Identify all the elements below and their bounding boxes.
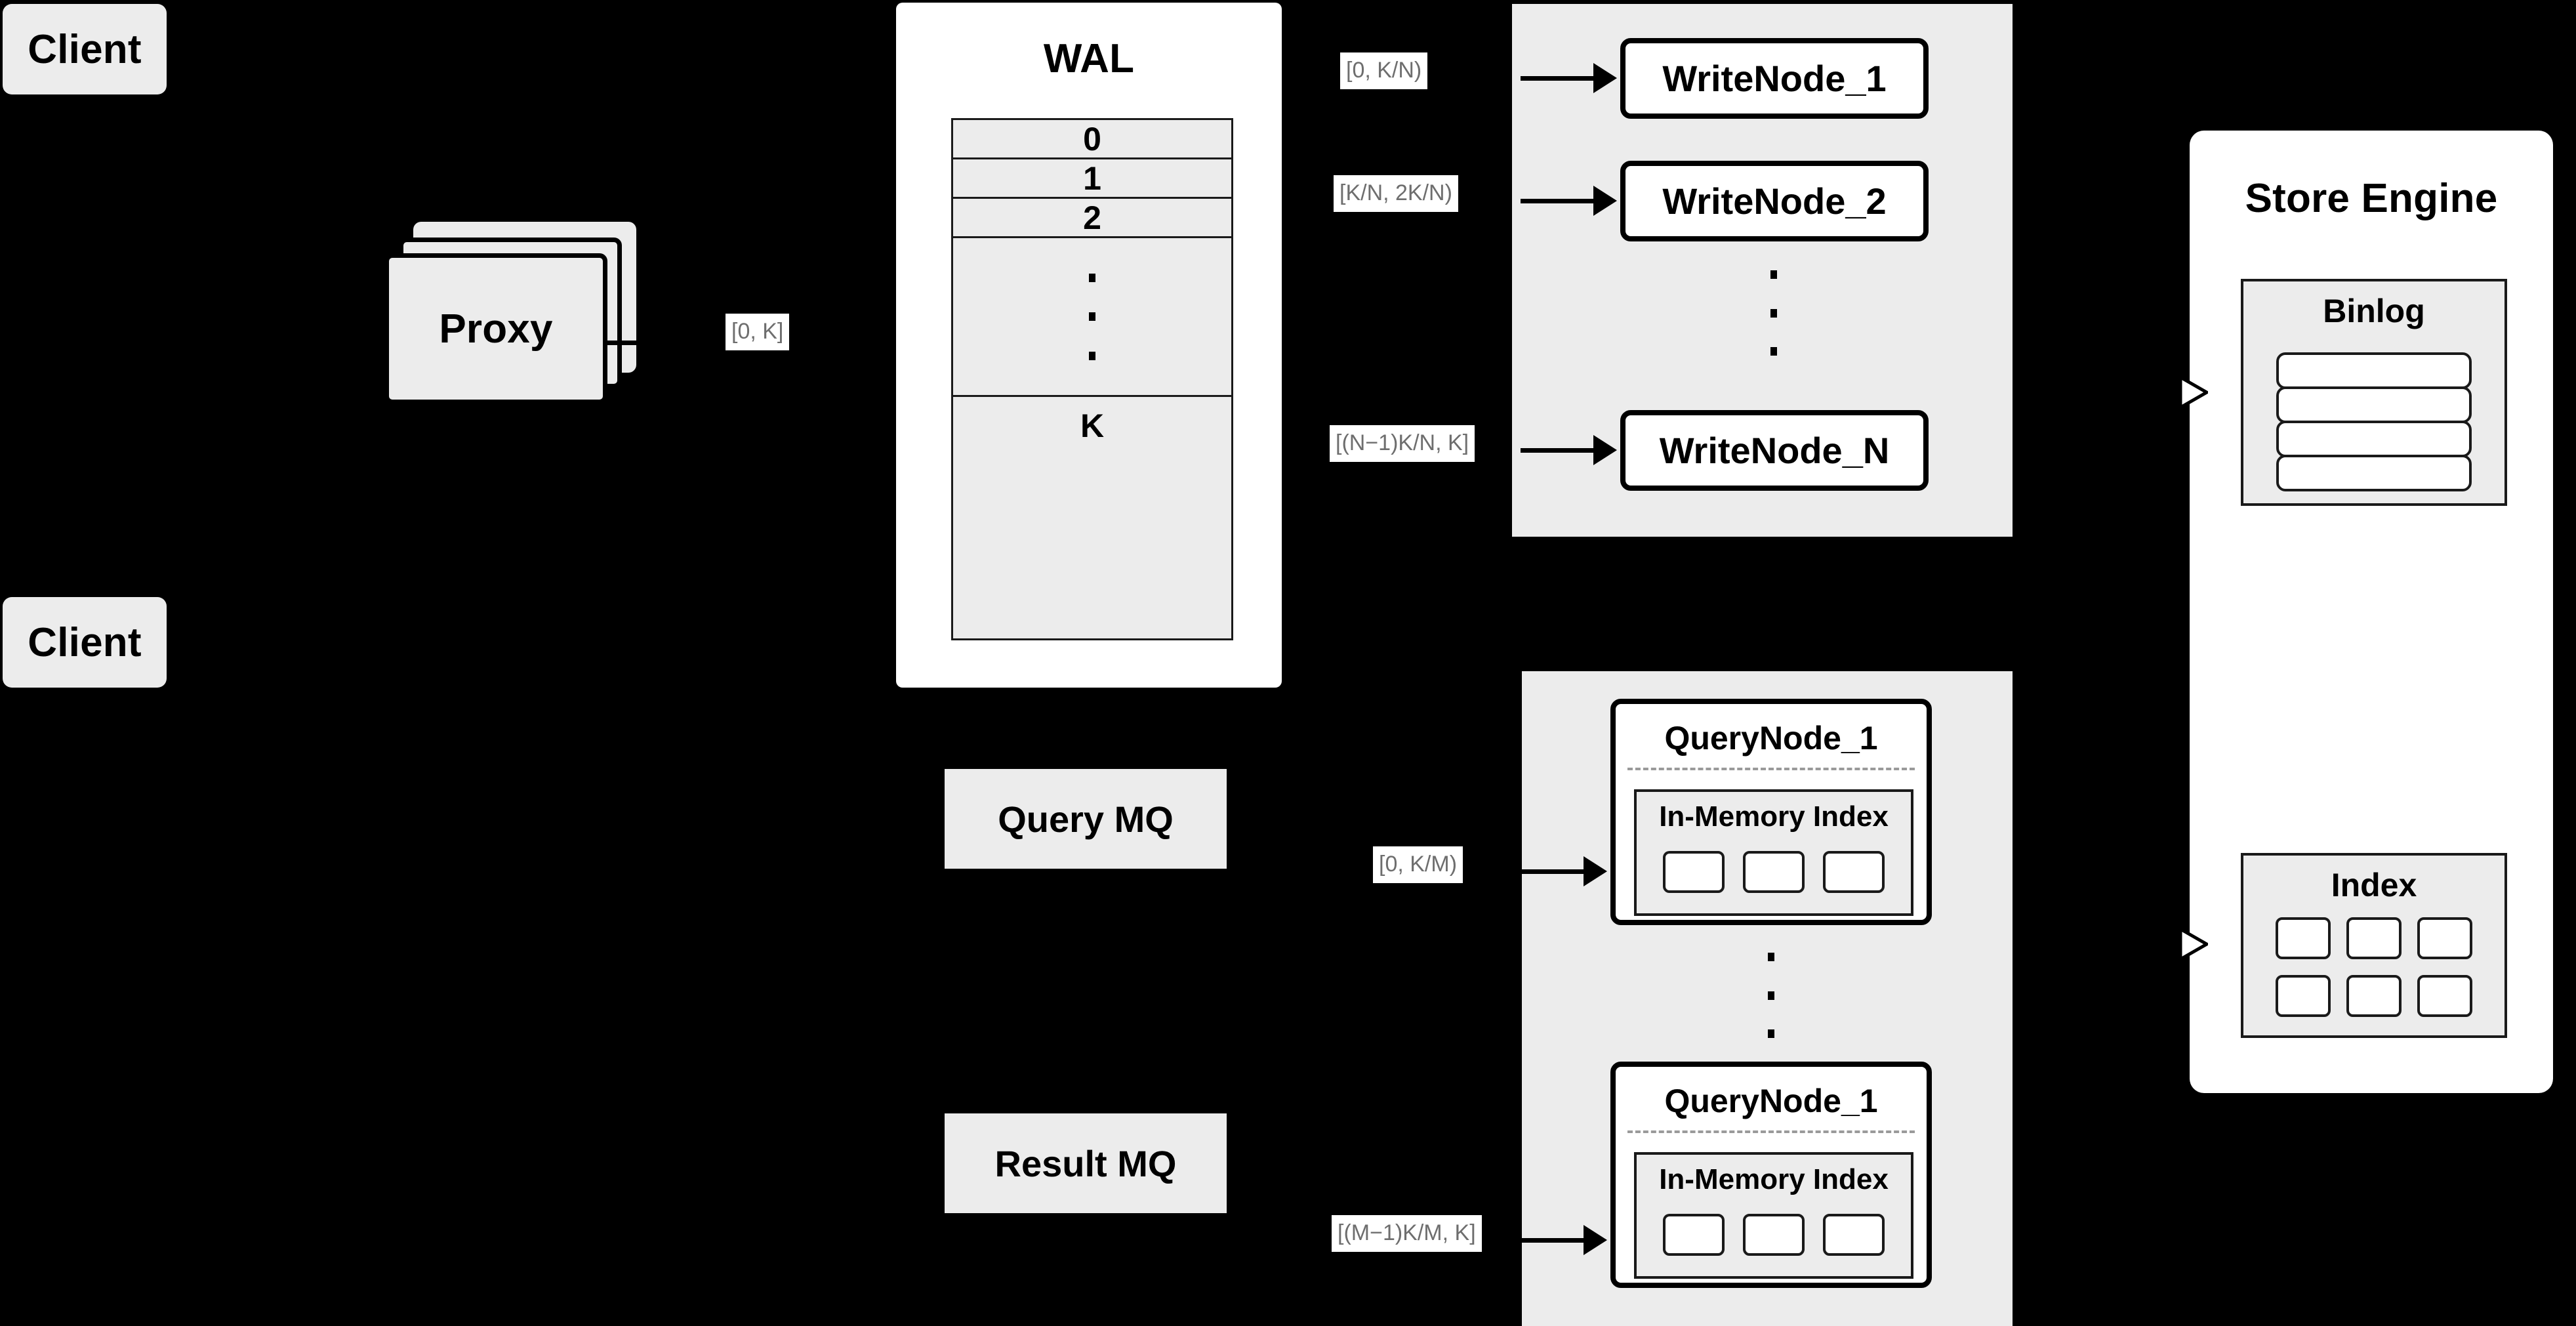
in-memory-index-title-wrap: In-Memory Index [1637, 800, 1911, 834]
binlog-title: Binlog [2323, 293, 2425, 329]
binlog-bar[interactable] [2276, 386, 2472, 423]
wal-to-write-node-1-line [1521, 76, 1598, 81]
index-cell[interactable] [2276, 917, 2331, 959]
binlog-bar[interactable] [2276, 421, 2472, 457]
index-cell[interactable] [2276, 975, 2331, 1017]
query-node-title-wrap: QueryNode_1 [1616, 718, 1927, 758]
index-cell[interactable] [1823, 1214, 1885, 1256]
index-cell[interactable] [1823, 851, 1885, 893]
write-cluster-ellipsis-icon [1766, 270, 1782, 356]
in-memory-index-panel: In-Memory Index [1634, 1152, 1913, 1279]
wal-row-label: 1 [1083, 159, 1101, 197]
in-memory-index-label: In-Memory Index [1659, 800, 1889, 833]
wal-to-write-node-2-line [1521, 199, 1598, 203]
wal-row[interactable]: 0 [953, 120, 1231, 159]
binlog-bar[interactable] [2276, 455, 2472, 491]
index-cell[interactable] [1743, 1214, 1805, 1256]
index-grid [2243, 917, 2504, 1017]
query-cluster-ellipsis-icon [1763, 953, 1779, 1038]
in-memory-index-cells [1637, 851, 1911, 893]
wal-row-label: K [1080, 407, 1105, 444]
edge-label-wal-to-write-node-2: [K/N, 2K/N) [1334, 175, 1458, 212]
store-engine-title-wrap: Store Engine [2190, 175, 2553, 221]
query-node-divider [1627, 1130, 1915, 1133]
index-cell[interactable] [1743, 851, 1805, 893]
binlog-title-wrap: Binlog [2243, 292, 2504, 330]
in-memory-index-label: In-Memory Index [1659, 1163, 1889, 1195]
write-node-label: WriteNode_1 [1662, 58, 1887, 99]
edge-label-proxy-to-wal: [0, K] [726, 314, 790, 350]
client-box-2[interactable]: Client [3, 597, 167, 688]
index-cell[interactable] [2346, 975, 2402, 1017]
proxy-label: Proxy [439, 306, 553, 352]
index-title: Index [2331, 867, 2417, 903]
write-node-2[interactable]: WriteNode_2 [1620, 161, 1929, 241]
result-mq-box[interactable]: Result MQ [945, 1113, 1227, 1213]
query-node-label: QueryNode_1 [1664, 720, 1878, 756]
index-cell[interactable] [2417, 975, 2472, 1017]
index-title-wrap: Index [2243, 866, 2504, 904]
write-node-label: WriteNode_2 [1662, 180, 1887, 222]
in-memory-index-panel: In-Memory Index [1634, 789, 1913, 916]
wal-title: WAL [1043, 35, 1135, 81]
store-engine-title: Store Engine [2245, 175, 2498, 221]
wal-row[interactable]: 1 [953, 159, 1231, 199]
proxy-to-wal-line [607, 341, 666, 345]
edge-label-wal-to-write-node-1: [0, K/N) [1340, 52, 1428, 89]
query-mq-box[interactable]: Query MQ [945, 769, 1227, 869]
index-cell[interactable] [2346, 917, 2402, 959]
wal-to-write-node-n-line [1521, 448, 1598, 453]
wal-row[interactable]: 2 [953, 199, 1231, 238]
write-node-n[interactable]: WriteNode_N [1620, 410, 1929, 491]
arrow-head-icon [1584, 1225, 1607, 1255]
mq-to-query-node-m-line [1517, 1238, 1588, 1243]
in-memory-index-title-wrap: In-Memory Index [1637, 1163, 1911, 1197]
store-engine-panel: Store Engine Binlog Index [2190, 131, 2553, 1093]
wal-table: 0 1 2 K [951, 118, 1233, 640]
index-cell[interactable] [1663, 1214, 1725, 1256]
binlog-panel: Binlog [2241, 279, 2507, 506]
arrow-head-icon [1593, 435, 1617, 465]
write-to-index-line [2158, 942, 2187, 945]
in-memory-index-cells [1637, 1214, 1911, 1256]
wal-row[interactable]: K [953, 397, 1231, 454]
write-node-label: WriteNode_N [1659, 430, 1890, 471]
result-mq-label: Result MQ [994, 1142, 1177, 1184]
edge-label-mq-to-query-node-1: [0, K/M) [1373, 846, 1463, 883]
edge-label-mq-to-query-node-m: [(M−1)K/M, K] [1332, 1215, 1482, 1252]
write-to-binlog-line [2158, 390, 2187, 394]
wal-panel: WAL 0 1 2 K [896, 3, 1282, 688]
binlog-bar[interactable] [2276, 352, 2472, 389]
query-node-label: QueryNode_1 [1664, 1083, 1878, 1119]
index-panel: Index [2241, 853, 2507, 1038]
arrow-head-open-icon [2179, 926, 2208, 962]
query-mq-label: Query MQ [998, 798, 1174, 840]
query-node-m[interactable]: QueryNode_1 In-Memory Index [1610, 1062, 1932, 1288]
edge-label-wal-to-write-node-n: [(N−1)K/N, K] [1330, 425, 1475, 462]
wal-title-wrap: WAL [896, 35, 1282, 81]
arrow-head-icon [1593, 63, 1617, 93]
wal-row-label: 0 [1083, 120, 1101, 157]
arrow-head-open-icon [2179, 375, 2208, 410]
index-cell[interactable] [1663, 851, 1725, 893]
index-cell[interactable] [2417, 917, 2472, 959]
query-node-title-wrap: QueryNode_1 [1616, 1081, 1927, 1121]
query-node-1[interactable]: QueryNode_1 In-Memory Index [1610, 699, 1932, 925]
client-box-1[interactable]: Client [3, 4, 167, 94]
arrow-head-icon [1584, 856, 1607, 886]
write-node-1[interactable]: WriteNode_1 [1620, 38, 1929, 119]
client-label: Client [28, 26, 142, 72]
wal-row-ellipsis [953, 238, 1231, 397]
client-label: Client [28, 619, 142, 665]
binlog-bars [2276, 352, 2472, 491]
mq-to-query-node-1-line [1517, 869, 1588, 874]
proxy-card-front[interactable]: Proxy [384, 253, 607, 404]
wal-row-label: 2 [1083, 199, 1101, 236]
arrow-head-icon [1593, 186, 1617, 216]
query-node-divider [1627, 768, 1915, 770]
vertical-ellipsis-icon [1089, 273, 1095, 360]
